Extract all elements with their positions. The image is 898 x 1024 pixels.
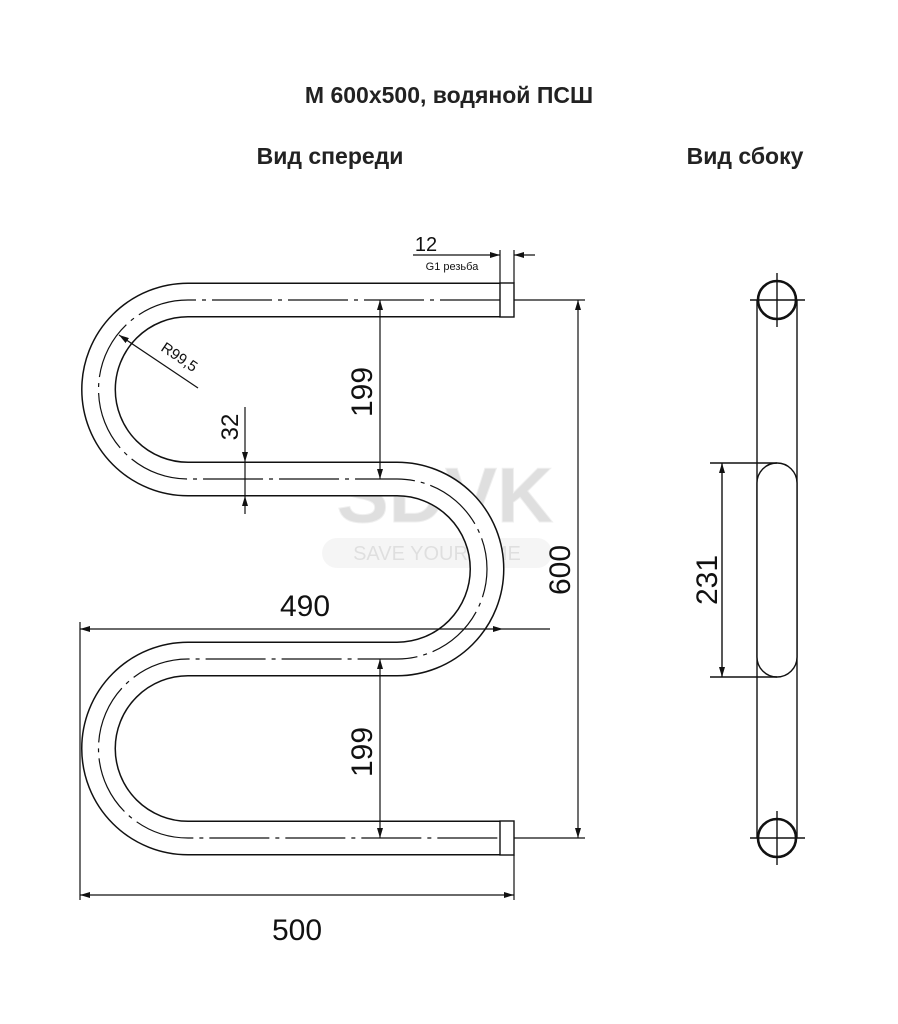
dim-inner-width: 490 [280, 590, 330, 623]
dim-lower-spacing: 199 [346, 727, 379, 777]
dim-tube-diameter: 32 [217, 414, 244, 441]
dim-total-height: 600 [544, 545, 577, 595]
front-dimensions [79, 250, 585, 900]
bottom-fitting [499, 820, 515, 856]
drawing-title: М 600х500, водяной ПСШ [304, 82, 594, 108]
towel-rail-side [710, 273, 805, 865]
dim-thread-length: 12 [415, 234, 437, 256]
towel-rail-front [81, 282, 515, 856]
side-view-label: Вид сбоку [686, 143, 804, 169]
thread-note: G1 резьба [426, 261, 480, 273]
wall-bracket [756, 462, 798, 678]
dim-total-width: 500 [272, 914, 322, 947]
dim-bend-radius: R99,5 [158, 339, 201, 375]
dim-upper-spacing: 199 [346, 367, 379, 417]
top-fitting [499, 282, 515, 318]
dim-bracket-length: 231 [691, 555, 724, 605]
front-view-label: Вид спереди [256, 143, 404, 169]
